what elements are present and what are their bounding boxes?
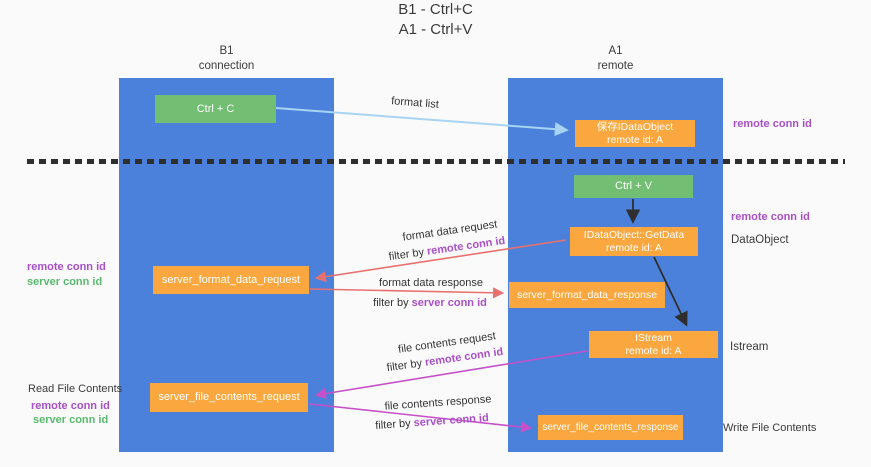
side-label-istream: Istream xyxy=(730,341,769,353)
edge-label-filter-server-2: filter by server conn id xyxy=(357,411,507,433)
diagram-title: B1 - Ctrl+C A1 - Ctrl+V xyxy=(0,0,871,40)
right-column-name: A1 xyxy=(608,45,623,57)
node-save-idataobject-line2: remote id: A xyxy=(606,133,664,146)
node-server-format-data-request-label: server_format_data_request xyxy=(161,273,301,286)
node-istream-line1: IStream xyxy=(635,331,672,344)
node-ctrl-c: Ctrl + C xyxy=(155,95,276,123)
side-label-server-conn-id-left1: server conn id xyxy=(27,276,103,288)
right-column-role: remote xyxy=(597,60,634,72)
edge-label-format-data-response: format data response xyxy=(379,277,483,289)
filter-by-text: filter by xyxy=(374,417,415,432)
title-line-2: A1 - Ctrl+V xyxy=(398,21,473,38)
node-save-idataobject-line1: 保存IDataObject xyxy=(596,120,674,133)
node-ctrl-v: Ctrl + V xyxy=(574,175,693,198)
node-server-format-data-response-label: server_format_data_response xyxy=(516,288,658,301)
left-column-role: connection xyxy=(198,60,255,72)
left-column-header: B1 connection xyxy=(119,44,334,74)
edge-label-file-contents-response: file contents response xyxy=(384,393,492,413)
server-conn-id-text: server conn id xyxy=(413,412,490,430)
side-label-dataobject: DataObject xyxy=(731,234,789,246)
node-idataobject-getdata: IDataObject::GetData remote id: A xyxy=(570,227,698,256)
side-label-server-conn-id-left2: server conn id xyxy=(33,414,109,426)
title-line-1: B1 - Ctrl+C xyxy=(398,1,473,18)
node-server-format-data-request: server_format_data_request xyxy=(153,266,309,294)
edge-label-format-list: format list xyxy=(390,95,440,111)
node-idataobject-getdata-line2: remote id: A xyxy=(605,241,663,254)
filter-by-text: filter by xyxy=(373,297,412,309)
node-server-file-contents-response-label: server_file_contents_response xyxy=(542,422,679,433)
node-istream-line2: remote id: A xyxy=(625,344,682,357)
phase-separator-dashed-line xyxy=(27,159,845,164)
node-server-file-contents-request-label: server_file_contents_request xyxy=(158,391,300,403)
edge-label-filter-server-1: filter by server conn id xyxy=(355,297,505,309)
node-server-file-contents-request: server_file_contents_request xyxy=(150,383,308,412)
node-idataobject-getdata-line1: IDataObject::GetData xyxy=(583,228,685,241)
side-label-remote-conn-id-left2: remote conn id xyxy=(31,400,110,412)
server-conn-id-text: server conn id xyxy=(411,297,487,309)
node-save-idataobject: 保存IDataObject remote id: A xyxy=(575,120,695,147)
arrow-format-data-response xyxy=(309,287,505,299)
node-server-format-data-response: server_format_data_response xyxy=(509,282,665,308)
side-label-remote-conn-id-top: remote conn id xyxy=(733,118,812,130)
right-column-header: A1 remote xyxy=(508,44,723,74)
filter-by-text: filter by xyxy=(386,356,426,375)
node-server-file-contents-response: server_file_contents_response xyxy=(538,415,683,440)
left-column-name: B1 xyxy=(219,45,234,57)
filter-by-text: filter by xyxy=(388,245,428,264)
node-istream: IStream remote id: A xyxy=(589,331,718,358)
side-label-remote-conn-id-mid: remote conn id xyxy=(731,211,810,223)
node-ctrl-c-label: Ctrl + C xyxy=(196,102,235,115)
side-label-read-file-contents: Read File Contents xyxy=(28,383,123,395)
node-ctrl-v-label: Ctrl + V xyxy=(615,180,652,192)
side-label-write-file-contents: Write File Contents xyxy=(723,422,817,434)
side-label-remote-conn-id-left1: remote conn id xyxy=(27,261,106,273)
